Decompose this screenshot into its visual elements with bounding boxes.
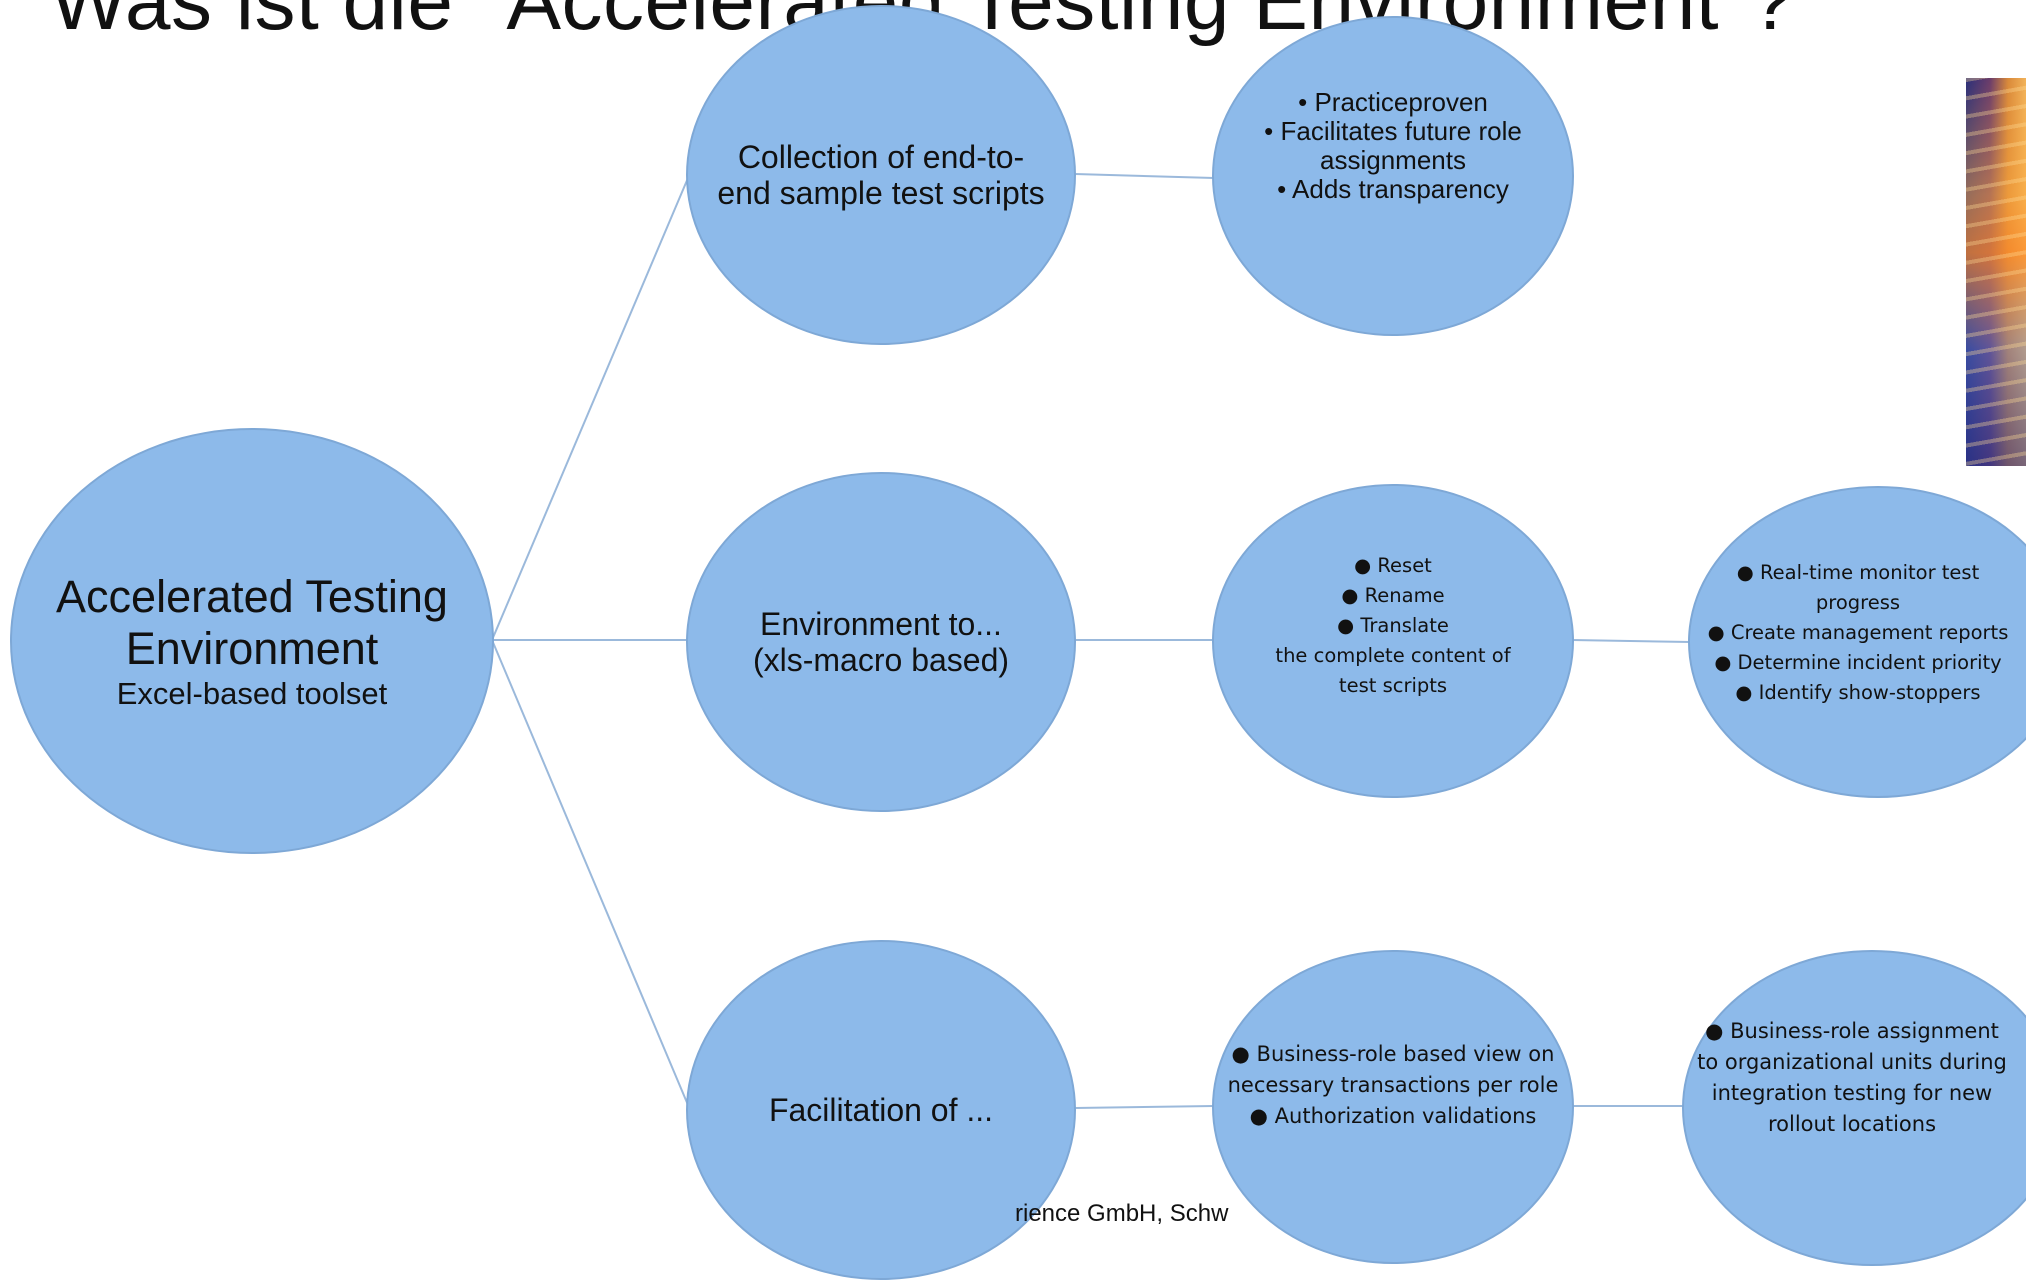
node-facilitation: Facilitation of ... (686, 940, 1076, 1280)
node-rollout-details: ● Business-role assignment to organizati… (1682, 950, 2026, 1266)
monitoring-bullet-list: ● Real-time monitor test progress ● Crea… (1693, 558, 2023, 708)
node-environment-details: ● Reset ● Rename ● Translate the complet… (1212, 484, 1574, 798)
node-monitoring-details: ● Real-time monitor test progress ● Crea… (1688, 486, 2026, 798)
connector-facilitation-to-details (1074, 1105, 1215, 1109)
node-scripts-details: • Practiceproven • Facilitates future ro… (1212, 16, 1574, 336)
bullet-item: ● Authorization validations (1249, 1103, 1537, 1128)
node-facilitation-label: Facilitation of ... (768, 1092, 994, 1128)
bullet-item: ● Determine incident priority (1714, 651, 2002, 674)
node-facilitation-details: ● Business-role based view on necessary … (1212, 950, 1574, 1264)
node-test-scripts-label: Collection of end-to-end sample test scr… (717, 139, 1045, 211)
root-subtitle: Excel-based toolset (116, 676, 388, 711)
bullet-item: ● Real-time monitor test progress (1736, 561, 1980, 614)
node-test-scripts: Collection of end-to-end sample test scr… (686, 5, 1076, 345)
connector-scripts-to-details (1074, 173, 1215, 179)
decorative-photo (1966, 78, 2026, 466)
scripts-bullet-list: • Practiceproven • Facilitates future ro… (1243, 88, 1543, 204)
environment-bullet-list: ● Reset ● Rename ● Translate the complet… (1243, 551, 1543, 701)
bullet-item: ● Reset (1354, 554, 1432, 577)
node-environment: Environment to... (xls-macro based) (686, 472, 1076, 812)
bullet-item: ● Business-role based view on necessary … (1227, 1041, 1559, 1097)
rollout-text: ● Business-role assignment to organizati… (1697, 1019, 2007, 1136)
environment-note: the complete content of test scripts (1275, 644, 1511, 697)
bullet-item: • Adds transparency (1277, 174, 1509, 204)
bullet-item: ● Identify show-stoppers (1735, 681, 1981, 704)
footer-text: rience GmbH, Schw (1015, 1200, 1229, 1227)
bullet-item: ● Translate (1337, 614, 1449, 637)
bullet-item: • Practiceproven (1298, 87, 1488, 117)
connector-environment-to-monitoring (1571, 639, 1691, 643)
facilitation-bullet-list: ● Business-role based view on necessary … (1218, 1039, 1568, 1132)
root-title: Accelerated Testing Environment (56, 571, 448, 674)
bullet-item: ● Rename (1341, 584, 1445, 607)
bullet-item: ● Create management reports (1707, 621, 2009, 644)
connector-root-to-scripts (491, 177, 689, 641)
root-node: Accelerated Testing Environment Excel-ba… (10, 428, 494, 854)
connector-root-to-facilitation (491, 639, 689, 1106)
bullet-item: • Facilitates future role assignments (1264, 116, 1522, 175)
node-environment-label: Environment to... (xls-macro based) (752, 606, 1010, 678)
